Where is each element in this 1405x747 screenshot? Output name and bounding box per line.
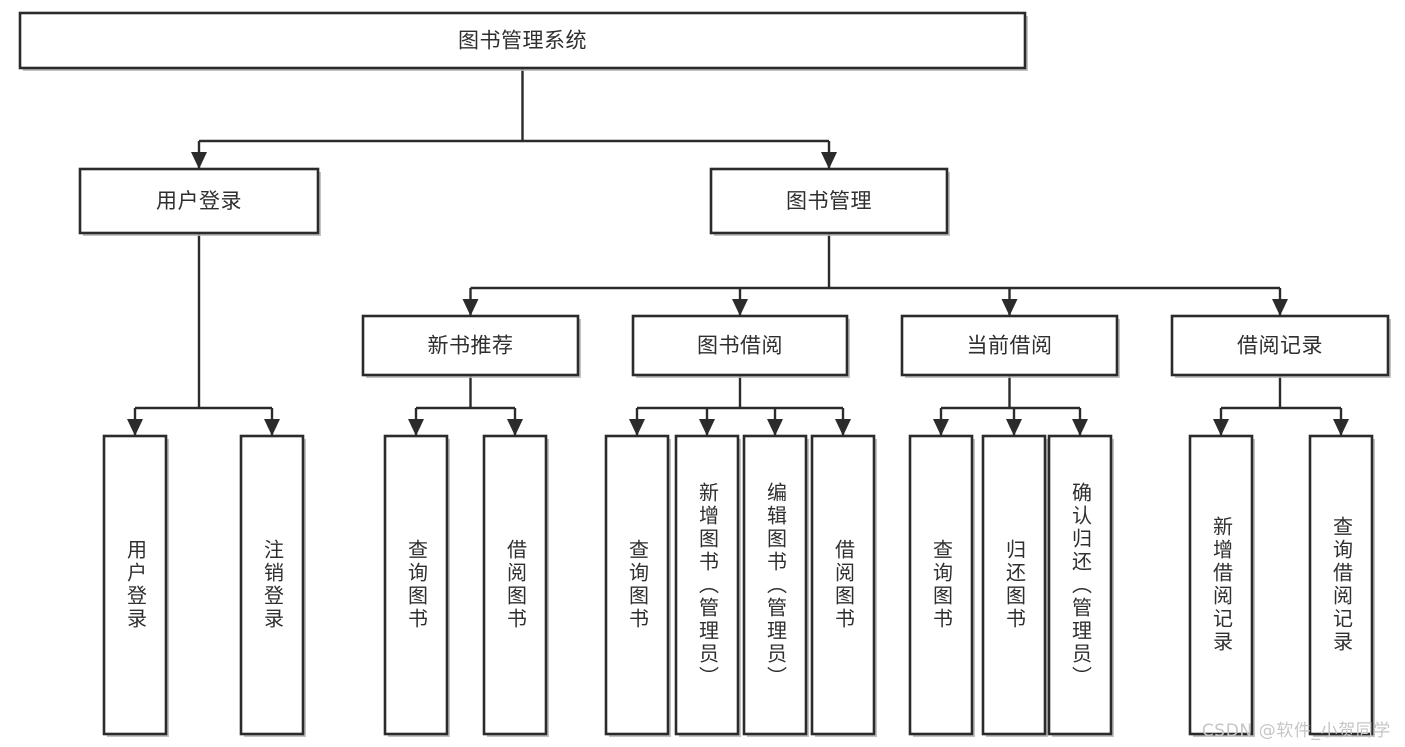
node-box-leaf-logout[interactable] xyxy=(239,434,305,736)
node-box-book-borrow[interactable] xyxy=(631,314,849,377)
node-box-leaf-add-record[interactable] xyxy=(1188,434,1254,736)
node-box-leaf-add-book[interactable] xyxy=(674,434,740,736)
arrow-head-icon xyxy=(767,419,783,436)
node-box-borrow-record[interactable] xyxy=(1170,314,1390,377)
edges-layer xyxy=(127,68,1349,436)
node-label-current-borrow: 当前借阅 xyxy=(967,334,1053,358)
node-box-leaf-query-book-rec[interactable] xyxy=(383,434,449,736)
node-box-root[interactable] xyxy=(18,11,1027,70)
node-box-new-book-recommend[interactable] xyxy=(361,314,580,377)
node-box-leaf-query-book-bor[interactable] xyxy=(604,434,670,736)
node-label-book-manage: 图书管理 xyxy=(786,189,872,213)
arrow-head-icon xyxy=(462,299,479,316)
arrow-head-icon xyxy=(1272,299,1288,316)
arrow-head-icon xyxy=(191,152,207,169)
node-box-leaf-return-book[interactable] xyxy=(981,434,1047,736)
csdn-watermark: CSDN @软件_小贺同学 xyxy=(1201,721,1391,741)
arrow-head-icon xyxy=(507,419,523,436)
arrow-head-icon xyxy=(699,419,715,436)
arrow-head-icon xyxy=(1072,419,1088,436)
arrow-head-icon xyxy=(408,419,424,436)
arrow-head-icon xyxy=(264,419,280,436)
node-label-root: 图书管理系统 xyxy=(458,29,587,53)
arrow-head-icon xyxy=(1333,419,1349,436)
node-box-leaf-borrow-book-rec[interactable] xyxy=(482,434,548,736)
arrow-head-icon xyxy=(629,419,645,436)
arrow-head-icon xyxy=(835,419,851,436)
node-box-leaf-query-book-cur[interactable] xyxy=(908,434,974,736)
node-box-book-manage[interactable] xyxy=(709,167,949,235)
node-box-leaf-confirm-return[interactable] xyxy=(1047,434,1113,736)
arrow-head-icon xyxy=(1001,299,1018,316)
arrow-head-icon xyxy=(821,152,837,169)
node-box-user-login[interactable] xyxy=(78,167,320,235)
node-box-leaf-borrow-book-bor[interactable] xyxy=(810,434,876,736)
arrow-head-icon xyxy=(933,419,949,436)
node-box-current-borrow[interactable] xyxy=(900,314,1119,377)
arrow-head-icon xyxy=(1213,419,1229,436)
arrow-head-icon xyxy=(732,299,748,316)
arrow-head-icon xyxy=(1006,419,1022,436)
node-box-leaf-user-login[interactable] xyxy=(102,434,168,736)
arrow-head-icon xyxy=(127,419,143,436)
node-label-borrow-record: 借阅记录 xyxy=(1237,334,1323,358)
nodes-layer xyxy=(18,11,1391,737)
node-box-leaf-query-record[interactable] xyxy=(1308,434,1374,736)
node-box-leaf-edit-book[interactable] xyxy=(742,434,808,736)
node-label-book-borrow: 图书借阅 xyxy=(697,334,783,358)
node-label-user-login: 用户登录 xyxy=(156,189,242,213)
node-label-new-book-recommend: 新书推荐 xyxy=(428,334,514,358)
